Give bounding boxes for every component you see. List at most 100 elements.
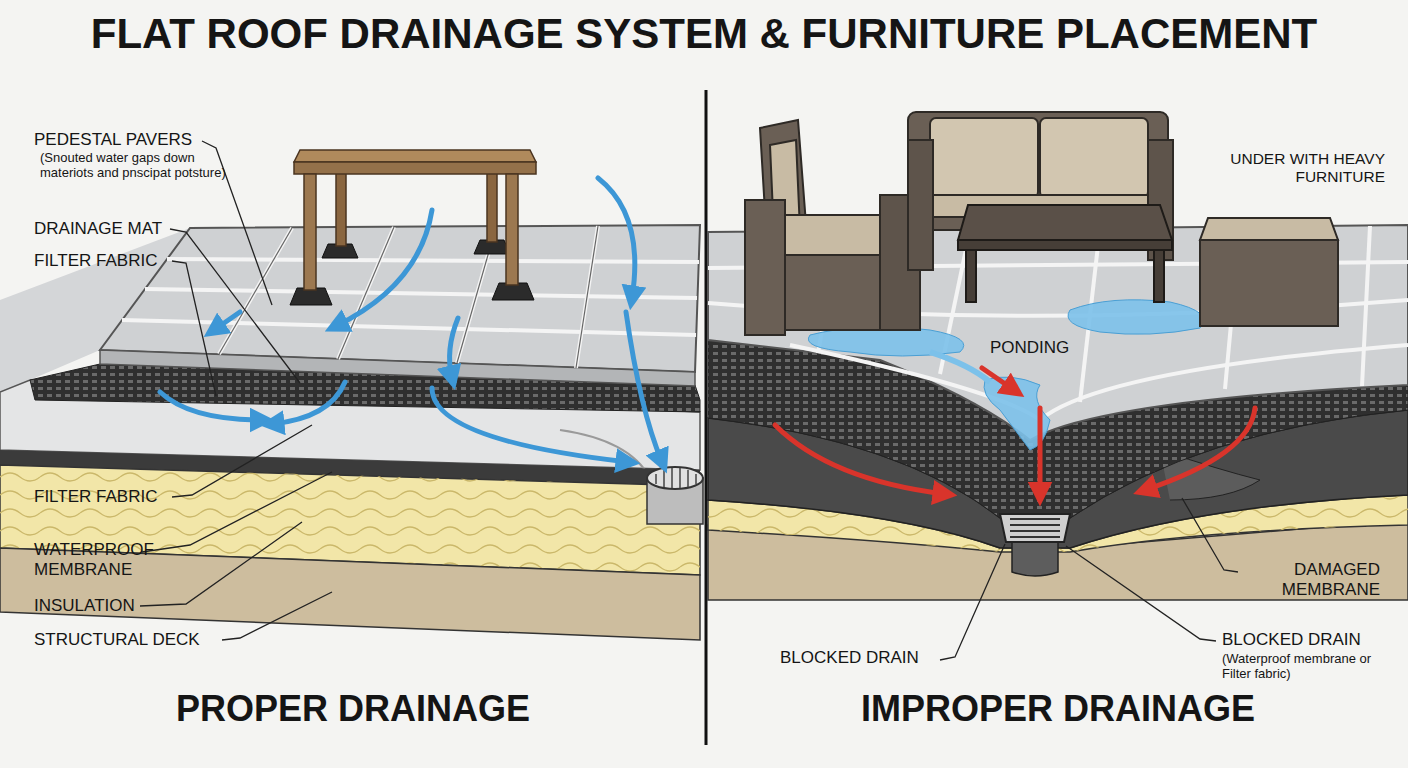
table-leg <box>1154 250 1164 302</box>
improper-panel <box>708 112 1408 660</box>
leader-line <box>140 522 302 606</box>
table-apron <box>294 162 536 174</box>
leader-line <box>142 472 332 552</box>
proper-panel <box>0 141 703 640</box>
paver-surface <box>708 225 1408 440</box>
part-label: INSULATION <box>34 596 234 616</box>
paver-outlines <box>219 226 598 368</box>
ottoman-base <box>1200 240 1338 326</box>
flow-arrow <box>214 312 240 330</box>
leader-lines <box>140 141 332 640</box>
drain-slot <box>679 468 681 488</box>
table-apron <box>958 240 1172 250</box>
part-label: STRUCTURAL DECK <box>34 630 254 650</box>
sofa-cushion <box>930 118 1038 198</box>
panel-caption: PROPER DRAINAGE <box>0 688 706 729</box>
red-arrow <box>1038 408 1043 494</box>
panel-caption: IMPROPER DRAINAGE <box>708 688 1408 729</box>
part-label: DRAINAGE MAT <box>34 219 234 239</box>
table-leg <box>336 170 346 246</box>
flow-arrow <box>160 392 262 420</box>
paver-joint <box>122 320 696 335</box>
paver-surface <box>100 225 700 372</box>
flow-arrow <box>272 382 345 424</box>
table-leg <box>506 174 518 285</box>
paver-joint <box>790 345 1408 420</box>
problem-label: PONDING <box>990 338 1130 358</box>
drain-grate <box>647 467 703 489</box>
part-label: WATERPROOF MEMBRANE <box>34 540 174 579</box>
paver-line <box>576 226 598 368</box>
red-arrow <box>982 368 1014 390</box>
paver-joint <box>145 289 697 298</box>
drain-slot <box>695 474 697 484</box>
problem-note: (Waterproof membrane or Filter fabric) <box>1222 652 1402 682</box>
drain-slot <box>655 474 657 484</box>
drain-slot <box>687 470 689 487</box>
table-leg <box>304 174 316 290</box>
drain-slot <box>1010 524 1060 526</box>
problem-label: BLOCKED DRAIN <box>780 648 950 668</box>
leader-line <box>1066 546 1216 641</box>
leader-line <box>222 592 332 640</box>
diagram-title: FLAT ROOF DRAINAGE SYSTEM & FURNITURE PL… <box>0 10 1408 58</box>
table-leg <box>487 170 497 242</box>
part-note: (Snouted water gaps down materiots and p… <box>40 151 230 181</box>
drain-slot <box>1010 530 1060 532</box>
sofa <box>908 112 1173 270</box>
paver-joints <box>708 226 1408 420</box>
leader-line <box>940 544 1005 660</box>
leader-line <box>170 229 300 383</box>
table-top <box>958 205 1172 240</box>
part-label: PEDESTAL PAVERS <box>34 130 254 150</box>
note-label: UNDER WITH HEAVY FURNITURE <box>1215 150 1385 186</box>
drain-slot <box>671 468 673 488</box>
chair-arm <box>745 200 785 335</box>
coffee-table <box>958 205 1172 302</box>
red-arrow <box>1145 408 1255 490</box>
chair-seat <box>785 215 880 255</box>
flow-arrow <box>432 388 628 462</box>
red-arrow <box>775 425 945 494</box>
blocked-drain-grate <box>1000 514 1070 542</box>
leader-line <box>172 261 216 396</box>
panel-divider <box>705 90 708 745</box>
armchair <box>745 120 920 335</box>
part-label: FILTER FABRIC <box>34 487 234 507</box>
water-pond <box>1068 300 1204 334</box>
water-flow-arrows <box>160 178 662 462</box>
leader-line <box>1182 498 1238 572</box>
drain-slot <box>1010 518 1060 520</box>
problem-label: BLOCKED DRAIN <box>1222 630 1402 650</box>
flow-arrow <box>626 312 662 462</box>
problem-label: DAMAGED MEMBRANE <box>1240 560 1380 599</box>
chair-base <box>785 255 880 330</box>
table-leg <box>966 250 976 302</box>
problem-arrows <box>775 368 1255 494</box>
part-label: FILTER FABRIC <box>34 251 234 271</box>
ottoman <box>1200 218 1338 326</box>
drain-slot <box>1010 536 1060 538</box>
table-top <box>294 150 536 162</box>
pedestals <box>290 240 534 305</box>
flow-arrow <box>336 210 432 326</box>
paver-joints <box>122 226 699 368</box>
drain-slots <box>1010 519 1060 537</box>
flow-arrow <box>450 318 458 378</box>
leader-lines <box>940 498 1238 660</box>
drain-pipe <box>1012 540 1058 576</box>
paver-joint <box>1362 226 1370 386</box>
wooden-table <box>294 150 536 290</box>
drain-slot <box>663 470 665 487</box>
drain-slots <box>656 468 696 488</box>
sofa-cushion <box>1040 118 1148 198</box>
paver-joint <box>167 259 699 262</box>
sofa-arm <box>908 140 933 270</box>
water-pond <box>808 327 963 356</box>
flow-arrow <box>598 178 635 298</box>
leader-line <box>172 425 312 497</box>
paver-edge <box>100 350 695 386</box>
ottoman-top <box>1200 218 1338 240</box>
